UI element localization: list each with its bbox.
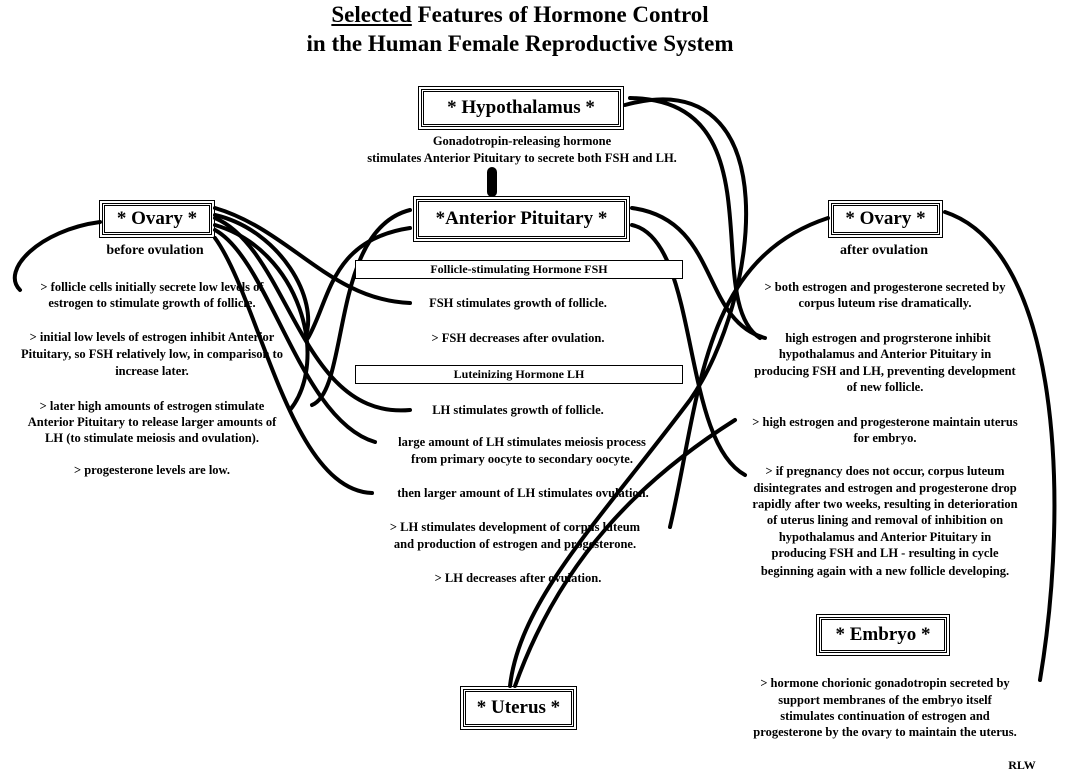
lh-text-2b: from primary oocyte to secondary oocyte. bbox=[411, 452, 633, 466]
arrow-left2-to-pituitary bbox=[306, 226, 412, 340]
left-note-3a: > later high amounts of estrogen stimula… bbox=[39, 399, 265, 413]
ovary-before-caption: before ovulation bbox=[106, 243, 204, 258]
arrow-ovary-to-left-2 bbox=[213, 213, 311, 340]
embryo-box: * Embryo * bbox=[816, 614, 950, 656]
ovary-after-box: * Ovary * bbox=[828, 200, 943, 238]
left-note-1b: estrogen to stimulate growth of follicle… bbox=[48, 296, 256, 310]
embryo-text-1: > hormone chorionic gonadotropin secrete… bbox=[760, 676, 1010, 690]
lh-text-3: then larger amount of LH stimulates ovul… bbox=[397, 486, 649, 500]
right-note-4a: > if pregnancy does not occur, corpus lu… bbox=[765, 464, 1005, 478]
right-note-4g: beginning again with a new follicle deve… bbox=[760, 564, 1010, 578]
left-note-4: > progesterone levels are low. bbox=[73, 463, 231, 477]
right-note-4b: disintegrates and estrogen and progester… bbox=[753, 481, 1017, 495]
right-note-2b: hypothalamus and Anterior Pituitary in bbox=[778, 347, 992, 361]
right-note-2d: of new follicle. bbox=[846, 380, 924, 394]
arrow-right-to-pituitary bbox=[630, 206, 767, 340]
ovary-after-caption: after ovulation bbox=[839, 243, 929, 258]
right-note-3b: for embryo. bbox=[853, 431, 917, 445]
right-note-2c: producing FSH and LH, preventing develop… bbox=[754, 364, 1016, 378]
title-rest: Features of Hormone Control bbox=[411, 2, 709, 27]
uterus-box: * Uterus * bbox=[460, 686, 577, 730]
arrow-lh4-to-ovary bbox=[668, 216, 830, 529]
lh-header: Luteinizing Hormone LH bbox=[355, 365, 683, 384]
arrow-lh1-to-ovary bbox=[213, 216, 412, 413]
gnrh-line-1: Gonadotropin-releasing hormone bbox=[432, 134, 612, 148]
arrow-ovary-to-follicle-text bbox=[12, 220, 102, 292]
left-note-2a: > initial low levels of estrogen inhibit… bbox=[29, 330, 275, 344]
arrow-right-to-hypothalamus bbox=[628, 96, 762, 340]
left-note-2b: Pituitary, so FSH relatively low, in com… bbox=[21, 347, 283, 361]
arrow-embryo-to-ovary bbox=[943, 210, 1057, 682]
fsh-text-1: FSH stimulates growth of follicle. bbox=[429, 296, 607, 310]
embryo-text-2: support membranes of the embryo itself bbox=[778, 693, 992, 707]
left-note-1a: > follicle cells initially secrete low l… bbox=[40, 280, 264, 294]
right-note-4f: producing FSH and LH - resulting in cycl… bbox=[771, 546, 999, 560]
embryo-text-4: progesterone by the ovary to maintain th… bbox=[753, 725, 1017, 739]
arrow-fsh-to-ovary bbox=[213, 206, 412, 305]
lh-text-4a: > LH stimulates development of corpus lu… bbox=[389, 520, 641, 534]
arrow-left3-to-pituitary bbox=[310, 208, 412, 407]
title-underlined-word: Selected bbox=[331, 2, 412, 27]
lh-text-5: > LH decreases after ovulation. bbox=[434, 571, 602, 585]
anterior-pituitary-box: *Anterior Pituitary * bbox=[413, 196, 630, 242]
right-note-4d: of uterus lining and removal of inhibiti… bbox=[766, 513, 1004, 527]
left-note-3b: Anterior Pituitary to release larger amo… bbox=[27, 415, 277, 429]
right-note-4e: hypothalamus and Anterior Pituitary in bbox=[778, 530, 992, 544]
right-note-4c: rapidly after two weeks, resulting in de… bbox=[752, 497, 1018, 511]
title-line-1: Selected Features of Hormone Control bbox=[331, 2, 708, 28]
right-note-1b: corpus luteum rise dramatically. bbox=[798, 296, 972, 310]
left-note-2c: increase later. bbox=[115, 364, 189, 378]
lh-text-1: LH stimulates growth of follicle. bbox=[432, 403, 604, 417]
fsh-header: Follicle-stimulating Hormone FSH bbox=[355, 260, 683, 279]
arrow-right-to-uterus bbox=[513, 418, 737, 688]
right-note-3a: > high estrogen and progesterone maintai… bbox=[752, 415, 1018, 429]
lh-text-2a: large amount of LH stimulates meiosis pr… bbox=[398, 435, 646, 449]
author-initials: RLW bbox=[1008, 758, 1036, 772]
gnrh-line-2: stimulates Anterior Pituitary to secrete… bbox=[367, 151, 677, 165]
left-note-3c: LH (to stimulate meiosis and ovulation). bbox=[45, 431, 259, 445]
right-note-2a: high estrogen and progrsterone inhibit bbox=[785, 331, 991, 345]
embryo-text-3: stimulates continuation of estrogen and bbox=[780, 709, 990, 723]
ovary-before-box: * Ovary * bbox=[99, 200, 215, 238]
lh-text-4b: and production of estrogen and progester… bbox=[393, 537, 637, 551]
arrow-lh3-to-ovary bbox=[213, 236, 374, 495]
hypothalamus-box: * Hypothalamus * bbox=[418, 86, 624, 130]
arrow-lh2-to-ovary bbox=[213, 228, 377, 444]
right-note-1a: > both estrogen and progesterone secrete… bbox=[764, 280, 1006, 294]
fsh-text-2: > FSH decreases after ovulation. bbox=[431, 331, 605, 345]
arrow-right2-to-pituitary bbox=[630, 223, 747, 477]
title-line-2: in the Human Female Reproductive System bbox=[306, 31, 734, 56]
arrow-hypothalamus-to-uterus bbox=[508, 97, 749, 688]
